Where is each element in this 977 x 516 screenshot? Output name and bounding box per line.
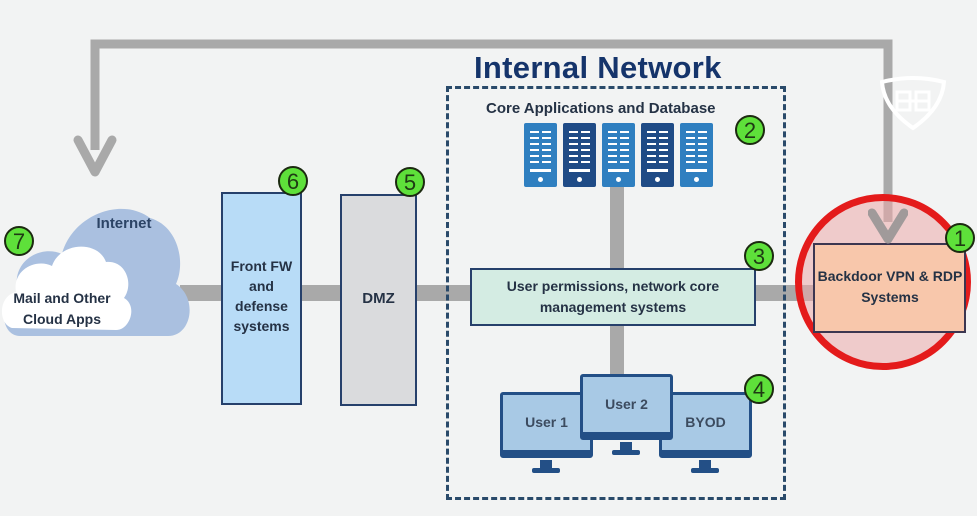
user-perms-box <box>470 268 756 326</box>
internal-network-boundary <box>446 86 786 500</box>
server-icon <box>641 123 674 187</box>
arrow-head-internet <box>73 135 117 177</box>
server-icon <box>680 123 713 187</box>
monitor-user2-label: User 2 <box>605 396 648 412</box>
monitor-byod: BYOD <box>659 392 752 482</box>
backdoor-label: Backdoor VPN & RDP Systems <box>817 268 963 305</box>
backdoor-box <box>813 243 966 333</box>
badge-4: 4 <box>744 374 774 404</box>
server-icon <box>602 123 635 187</box>
front-fw-box <box>221 192 302 405</box>
badge-3: 3 <box>744 241 774 271</box>
cloud-apps-label: Mail and Other Cloud Apps <box>13 290 111 327</box>
badge-2: 2 <box>735 115 765 145</box>
shield-logo-icon <box>879 76 947 131</box>
badge-6: 6 <box>278 166 308 196</box>
badge-7: 7 <box>4 226 34 256</box>
arrow-head-backdoor <box>868 208 908 244</box>
internet-cloud <box>1 208 190 336</box>
front-fw-label: Front FW and defense systems <box>230 258 293 334</box>
internal-network-title: Internal Network <box>470 50 726 86</box>
badge-5: 5 <box>395 167 425 197</box>
server-icon <box>563 123 596 187</box>
monitor-user1-label: User 1 <box>525 414 568 430</box>
loop-connector <box>90 39 893 222</box>
monitor-user2: User 2 <box>580 374 673 464</box>
server-icon <box>524 123 557 187</box>
user-perms-label: User permissions, network core managemen… <box>506 278 720 315</box>
dmz-box <box>340 194 417 406</box>
dmz-label: DMZ <box>362 290 395 307</box>
monitor-byod-label: BYOD <box>685 414 726 430</box>
internet-label: Internet <box>96 215 152 232</box>
core-apps-label: Core Applications and Database <box>486 100 716 117</box>
badge-1: 1 <box>945 223 975 253</box>
